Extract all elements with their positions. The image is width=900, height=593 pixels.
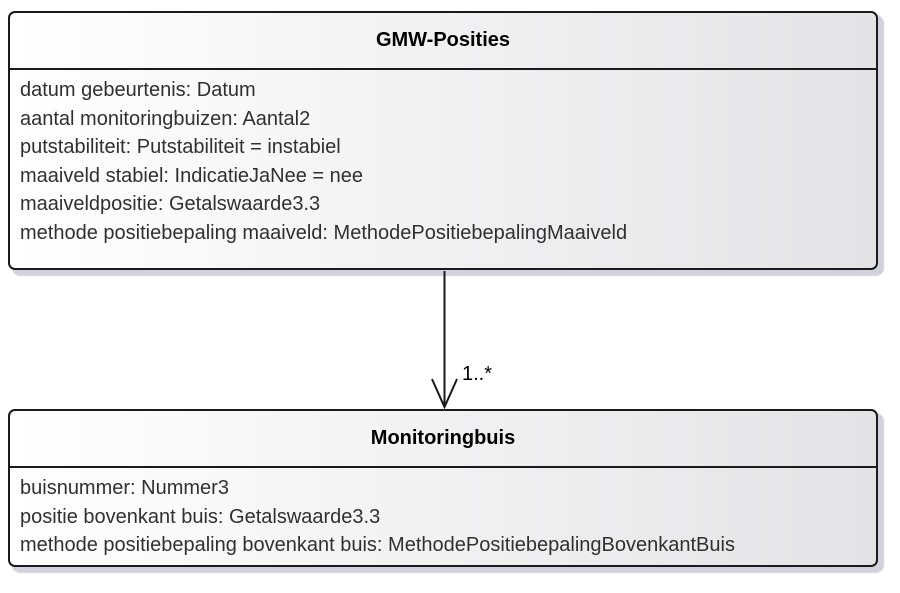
attribute-row: putstabiliteit: Putstabiliteit = instabi…	[20, 136, 341, 158]
attribute-row: methode positiebepaling bovenkant buis: …	[20, 534, 735, 556]
attribute-compartment: buisnummer: Nummer3 positie bovenkant bu…	[10, 468, 876, 560]
attribute-row: positie bovenkant buis: Getalswaarde3.3	[20, 505, 381, 528]
attribute-compartment: datum gebeurtenis: Datum aantal monitori…	[10, 70, 876, 247]
attribute-row: buisnummer: Nummer3	[20, 477, 229, 499]
class-box-monitoringbuis[interactable]: Monitoringbuis buisnummer: Nummer3 posit…	[8, 409, 878, 567]
attribute-row: maaiveld stabiel: IndicatieJaNee = nee	[20, 164, 363, 187]
attribute-row: maaiveldpositie: Getalswaarde3.3	[20, 193, 321, 215]
class-box-gmw-posities[interactable]: GMW-Posities datum gebeurtenis: Datum aa…	[8, 11, 878, 270]
open-arrowhead-icon	[431, 378, 458, 410]
attribute-row: methode positiebepaling maaiveld: Method…	[20, 221, 628, 244]
class-title-monitoringbuis: Monitoringbuis	[10, 411, 876, 468]
class-title-gmw-posities: GMW-Posities	[10, 13, 876, 70]
attribute-row: aantal monitoringbuizen: Aantal2	[20, 107, 311, 130]
association-arrow[interactable]	[431, 271, 458, 410]
attribute-row: datum gebeurtenis: Datum	[20, 79, 256, 101]
multiplicity-label: 1..*	[462, 363, 493, 385]
